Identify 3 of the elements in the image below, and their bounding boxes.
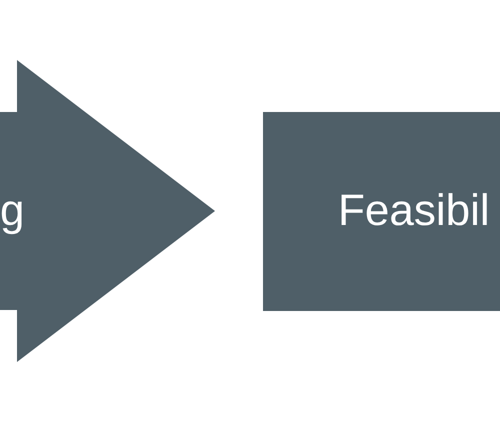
process-box bbox=[263, 112, 500, 311]
node-label: g bbox=[0, 186, 24, 236]
node-label: Feasibil bbox=[338, 187, 490, 236]
